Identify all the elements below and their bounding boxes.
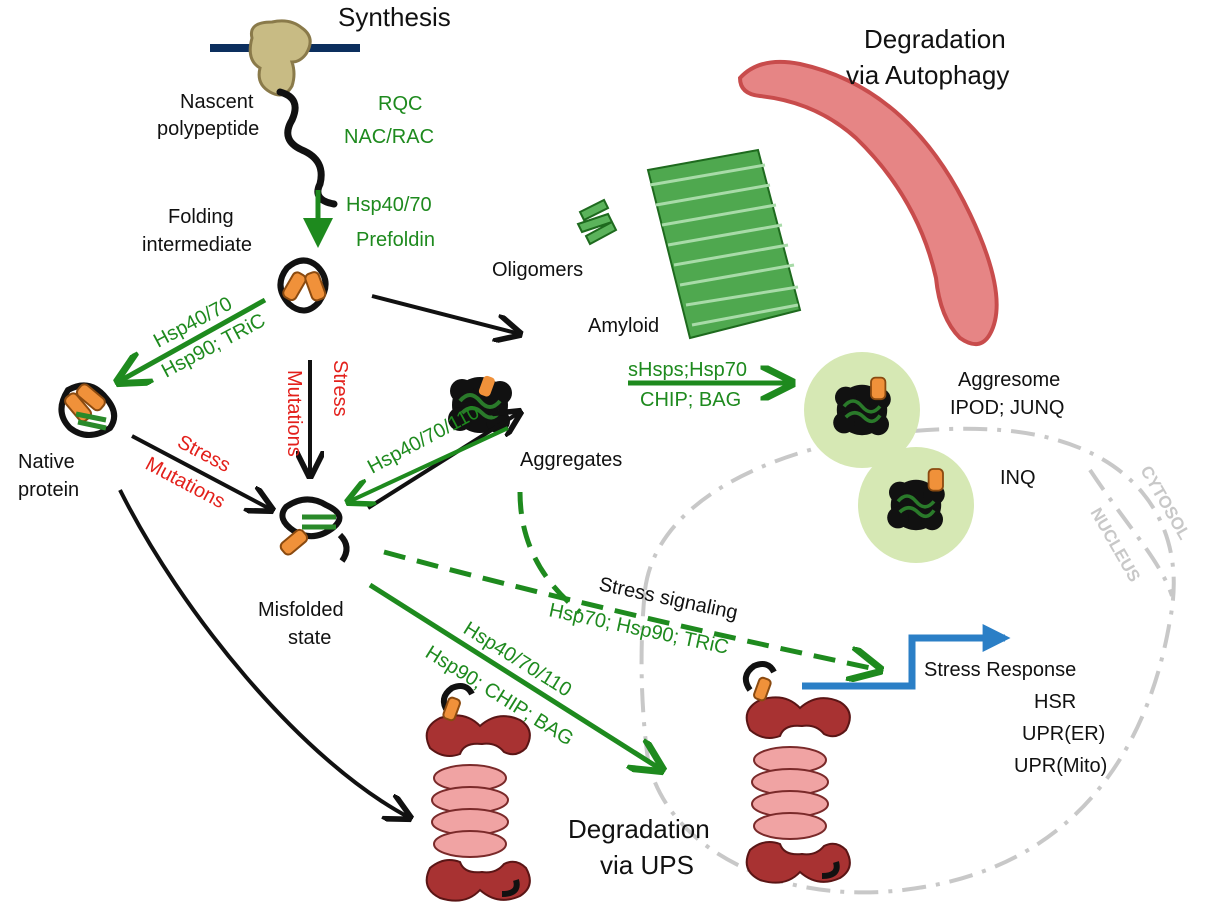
arrow-native-to-misfolded [131, 434, 272, 510]
label-folding-2: intermediate [142, 234, 252, 256]
native-protein-structure [58, 382, 118, 438]
label-upr-er: UPR(ER) [1022, 723, 1105, 745]
proteasome-ups [425, 683, 531, 902]
label-shsps-hsp70: sHsps;Hsp70 [628, 359, 747, 381]
dashed-aggregates-link [517, 491, 582, 614]
misfolded-protein [279, 496, 350, 563]
amyloid-fibril [646, 148, 802, 340]
label-inq: INQ [1000, 467, 1036, 489]
nucleus-boundary-left [639, 589, 650, 761]
label-misfolded-2: state [288, 627, 331, 649]
aggregate-protein [446, 375, 514, 435]
label-hsr: HSR [1034, 691, 1076, 713]
arrow-stress-response [802, 624, 1011, 690]
oligomer-structure [576, 198, 618, 246]
arrow-native-to-ups [118, 489, 410, 818]
aggresome-aggregate [831, 376, 893, 438]
arrow-folding-to-aggregates [371, 294, 520, 334]
label-misfolded-1: Misfolded [258, 599, 344, 621]
arrow-misfolded-to-aggregates [366, 412, 520, 510]
label-oligomers: Oligomers [492, 259, 583, 281]
label-amyloid: Amyloid [588, 315, 659, 337]
proteasome-nucleus [742, 661, 851, 884]
label-native-2: protein [18, 479, 79, 501]
label-nascent-2: polypeptide [157, 118, 259, 140]
arrow-misfolded-to-ups [368, 582, 662, 770]
label-autophagy-1: Degradation [864, 24, 1006, 54]
label-autophagy-2: via Autophagy [846, 60, 1009, 90]
label-stress-vertical: Stress [329, 360, 351, 417]
label-prefoldin: Prefoldin [356, 229, 435, 251]
label-upr-mito: UPR(Mito) [1014, 755, 1107, 777]
arrow-aggregates-to-misfolded [348, 426, 509, 502]
label-rqc: RQC [378, 93, 422, 115]
label-folding-1: Folding [168, 206, 234, 228]
label-nucleus: NUCLEUS [1087, 505, 1145, 586]
label-nac-rac: NAC/RAC [344, 126, 434, 148]
label-hsp40-70-a: Hsp40/70 [346, 194, 432, 216]
inq-aggregate [885, 468, 947, 533]
label-mutations-vertical: Mutations [283, 370, 305, 457]
label-aggresome-1: Aggresome [958, 369, 1060, 391]
label-nascent-1: Nascent [180, 91, 254, 113]
label-synthesis: Synthesis [338, 2, 451, 32]
arrow-folding-to-native [118, 297, 267, 382]
label-ups-2: via UPS [600, 850, 694, 880]
label-native-1: Native [18, 451, 75, 473]
ribosome [248, 19, 312, 97]
cytosol-divider [1088, 468, 1174, 597]
autophagosome-membrane [737, 59, 999, 346]
label-chip-bag-a: CHIP; BAG [640, 389, 741, 411]
nascent-polypeptide [276, 88, 338, 208]
label-ups-1: Degradation [568, 814, 710, 844]
label-stress-response: Stress Response [924, 659, 1076, 681]
label-aggregates: Aggregates [520, 449, 622, 471]
arrow-stress-signaling [383, 549, 880, 670]
folding-intermediate-protein [277, 257, 329, 314]
label-aggresome-2: IPOD; JUNQ [950, 397, 1064, 419]
